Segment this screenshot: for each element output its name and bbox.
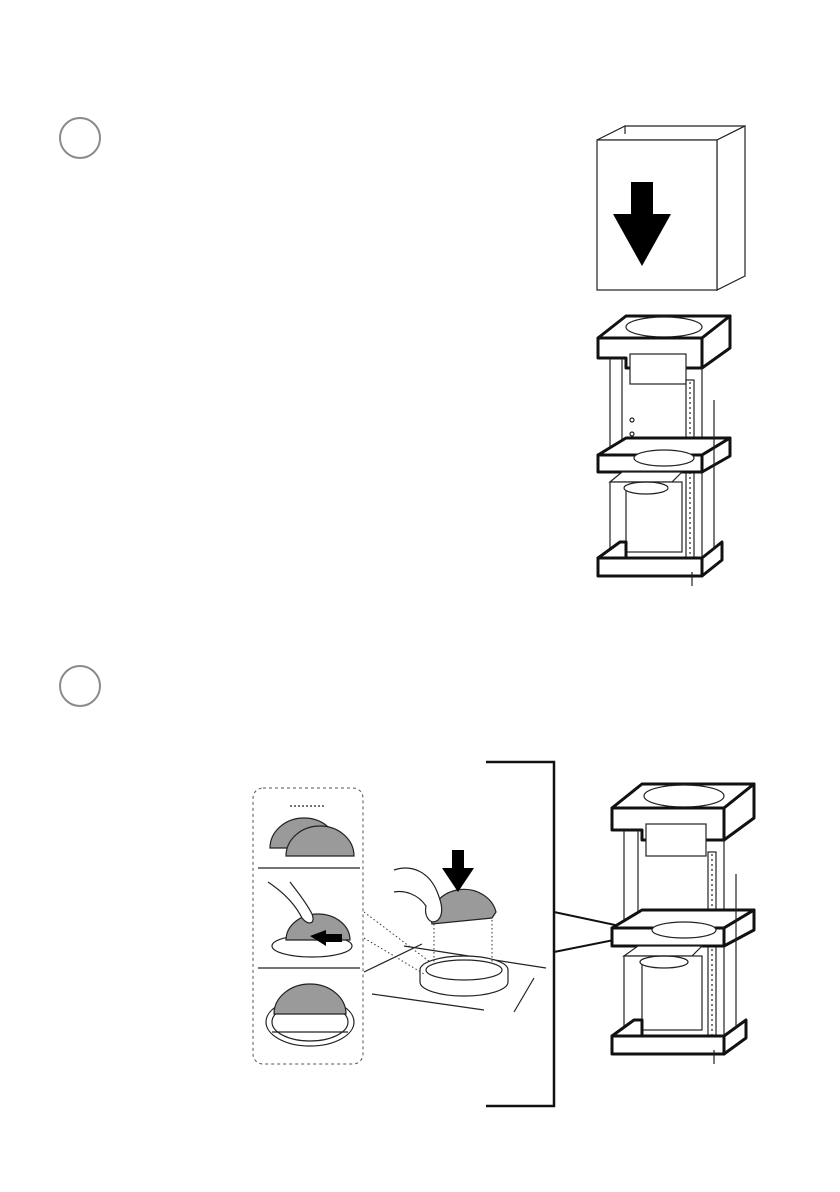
damper-detail-panel	[250, 786, 366, 1066]
hood-frame-drawing	[592, 310, 742, 590]
step-2-circle	[59, 665, 101, 707]
hood-frame-drawing-2	[606, 778, 766, 1068]
chimney-cover-drawing	[585, 124, 755, 294]
step-1-circle	[59, 117, 101, 159]
